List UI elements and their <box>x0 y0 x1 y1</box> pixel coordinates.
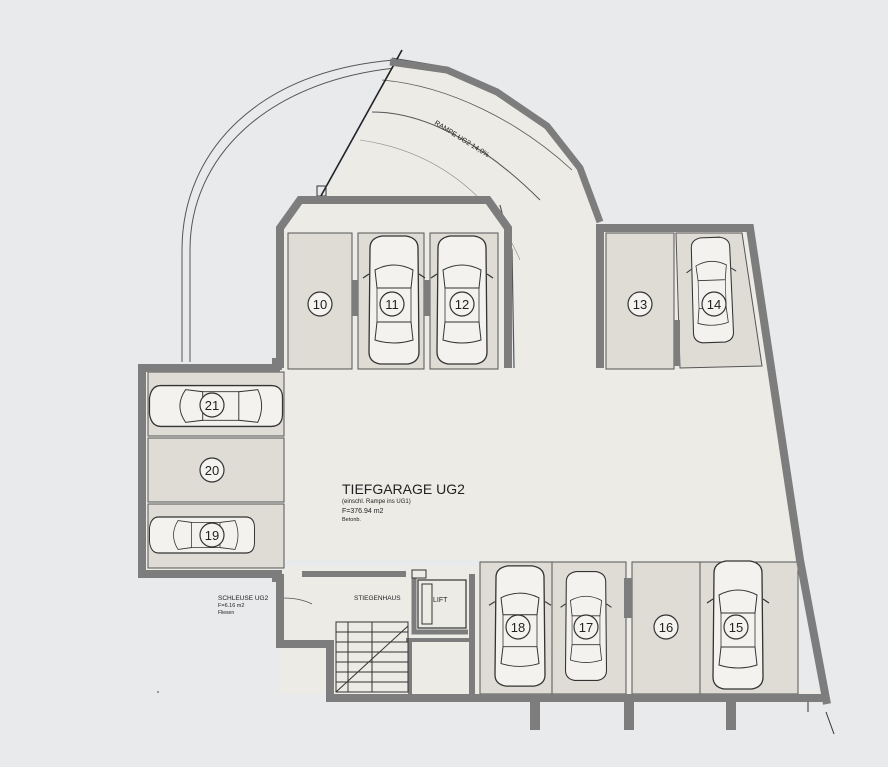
svg-text:14: 14 <box>707 297 721 312</box>
garage-subtitle: (einschl. Rampe ins UG1) <box>342 499 411 505</box>
lock-floor: Fliesen <box>218 610 234 616</box>
stair-label: STIEGENHAUS <box>354 595 401 602</box>
space-17: 17 <box>573 614 599 640</box>
svg-text:12: 12 <box>455 297 469 312</box>
space-19: 19 <box>199 522 225 548</box>
space-10: 10 <box>307 291 333 317</box>
svg-text:11: 11 <box>385 297 399 312</box>
staircase <box>335 621 409 693</box>
space-21: 21 <box>199 392 225 418</box>
svg-text:21: 21 <box>205 398 219 413</box>
space-18: 18 <box>505 614 531 640</box>
lock-label: SCHLEUSE UG2 <box>218 595 269 602</box>
space-15: 15 <box>723 614 749 640</box>
lift-label: LIFT <box>433 597 448 604</box>
svg-text:19: 19 <box>205 528 219 543</box>
garage-area: F=376.94 m2 <box>342 508 384 515</box>
garage-floor-material: Betonb. <box>342 517 361 523</box>
svg-text:16: 16 <box>659 620 673 635</box>
walls <box>138 196 831 705</box>
space-20: 20 <box>199 457 225 483</box>
space-16: 16 <box>653 614 679 640</box>
space-13: 13 <box>627 291 653 317</box>
garage-title: TIEFGARAGE UG2 <box>342 481 465 497</box>
space-markers: 10 11 12 13 14 15 16 17 18 19 20 21 <box>199 291 749 640</box>
door-swing <box>283 597 313 605</box>
ramp-edge-line <box>311 49 403 213</box>
lock-area: F=6.16 m2 <box>218 603 244 609</box>
space-14: 14 <box>701 291 727 317</box>
columns <box>272 280 736 730</box>
space-11: 11 <box>379 291 405 317</box>
svg-text:15: 15 <box>729 620 743 635</box>
ramp <box>311 49 604 369</box>
lift <box>411 569 467 629</box>
svg-text:18: 18 <box>511 620 525 635</box>
svg-text:20: 20 <box>205 463 219 478</box>
space-12: 12 <box>449 291 475 317</box>
svg-text:10: 10 <box>313 297 327 312</box>
svg-text:13: 13 <box>633 297 647 312</box>
svg-text:17: 17 <box>579 620 593 635</box>
